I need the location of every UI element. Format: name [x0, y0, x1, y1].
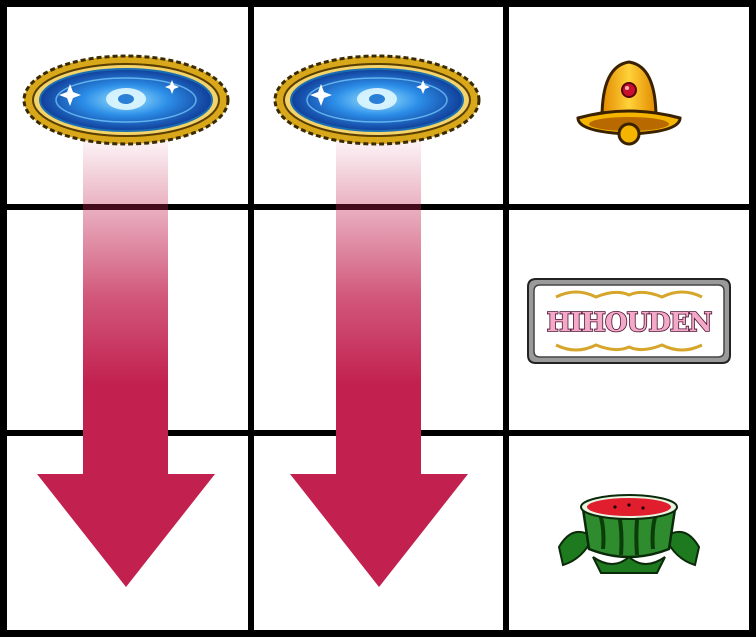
- hihouden-label: HIHOUDEN: [547, 308, 712, 338]
- hihouden-plate-icon: HIHOUDEN: [527, 278, 731, 364]
- blue-portal-icon: [273, 54, 481, 146]
- bell-icon: [576, 60, 682, 146]
- blue-portal-icon: [22, 54, 230, 146]
- down-arrow-icon: [290, 140, 468, 587]
- down-arrow-icon: [37, 140, 215, 587]
- watermelon-icon: [557, 494, 701, 574]
